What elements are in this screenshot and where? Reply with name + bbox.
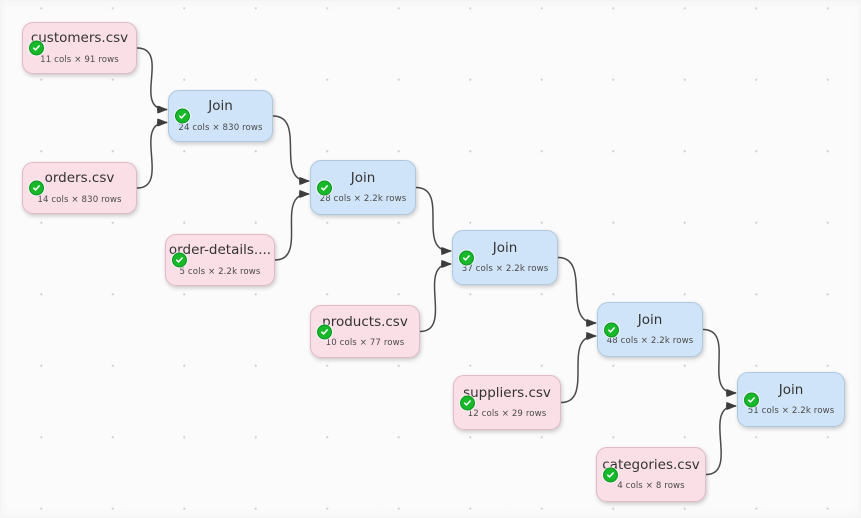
- node-title: Join: [350, 169, 376, 186]
- check-circle-icon: [172, 252, 187, 268]
- node-shape-summary: 24 cols × 830 rows: [178, 122, 263, 133]
- node-shape-summary: 28 cols × 2.2k rows: [319, 194, 407, 205]
- check-circle-icon: [29, 180, 44, 196]
- edge-join3-to-join4[interactable]: [557, 256, 596, 327]
- edge-join4-to-join5[interactable]: [702, 328, 736, 397]
- check-circle-icon: [317, 324, 332, 339]
- node-shape-summary: 5 cols × 2.2k rows: [179, 266, 261, 277]
- check-circle-icon: [744, 392, 759, 407]
- node-title: Join: [637, 311, 663, 328]
- node-products[interactable]: products.csv 10 cols × 77 rows: [310, 305, 420, 358]
- node-shape-summary: 37 cols × 2.2k rows: [461, 264, 549, 275]
- node-shape-summary: 11 cols × 91 rows: [40, 54, 119, 65]
- node-join3[interactable]: Join 37 cols × 2.2k rows: [452, 230, 558, 285]
- check-circle-icon: [459, 250, 474, 265]
- edge-join1-to-join2[interactable]: [272, 115, 309, 185]
- edge-suppliers-to-join4[interactable]: [560, 332, 596, 404]
- check-circle-icon: [603, 467, 618, 482]
- check-circle-icon: [175, 108, 190, 124]
- edge-join2-to-join3[interactable]: [415, 186, 451, 255]
- node-title: Join: [208, 98, 233, 115]
- node-title: products.csv: [322, 313, 408, 330]
- check-circle-icon: [460, 395, 475, 410]
- node-join2[interactable]: Join 28 cols × 2.2k rows: [310, 160, 416, 215]
- node-shape-summary: 51 cols × 2.2k rows: [747, 406, 835, 417]
- check-circle-icon: [317, 180, 332, 195]
- node-shape-summary: 10 cols × 77 rows: [325, 338, 405, 349]
- edge-products-to-join3[interactable]: [419, 260, 451, 333]
- check-circle-icon: [29, 40, 44, 56]
- edge-orderdetails-to-join2[interactable]: [274, 190, 309, 261]
- node-shape-summary: 14 cols × 830 rows: [37, 194, 122, 205]
- node-join4[interactable]: Join 48 cols × 2.2k rows: [597, 302, 703, 357]
- node-title: Join: [492, 239, 518, 256]
- node-title: Join: [778, 381, 804, 398]
- edge-customers-to-join1[interactable]: [136, 47, 167, 114]
- edge-categories-to-join5[interactable]: [705, 402, 736, 476]
- node-title: suppliers.csv: [463, 384, 551, 401]
- node-orderdetails[interactable]: order-details....5 cols × 2.2k rows: [165, 234, 275, 286]
- node-shape-summary: 4 cols × 8 rows: [617, 481, 685, 492]
- node-shape-summary: 12 cols × 29 rows: [467, 409, 547, 420]
- node-orders[interactable]: orders.csv 14 cols × 830 rows: [22, 162, 137, 214]
- node-join5[interactable]: Join 51 cols × 2.2k rows: [737, 372, 845, 427]
- node-shape-summary: 48 cols × 2.2k rows: [606, 336, 694, 347]
- edge-orders-to-join1[interactable]: [136, 118, 167, 189]
- node-join1[interactable]: Join 24 cols × 830 rows: [168, 90, 273, 142]
- node-suppliers[interactable]: suppliers.csv 12 cols × 29 rows: [453, 375, 561, 430]
- node-title: customers.csv: [30, 30, 129, 47]
- check-circle-icon: [604, 322, 619, 337]
- node-title: orders.csv: [44, 170, 115, 187]
- node-customers[interactable]: customers.csv 11 cols × 91 rows: [22, 22, 137, 74]
